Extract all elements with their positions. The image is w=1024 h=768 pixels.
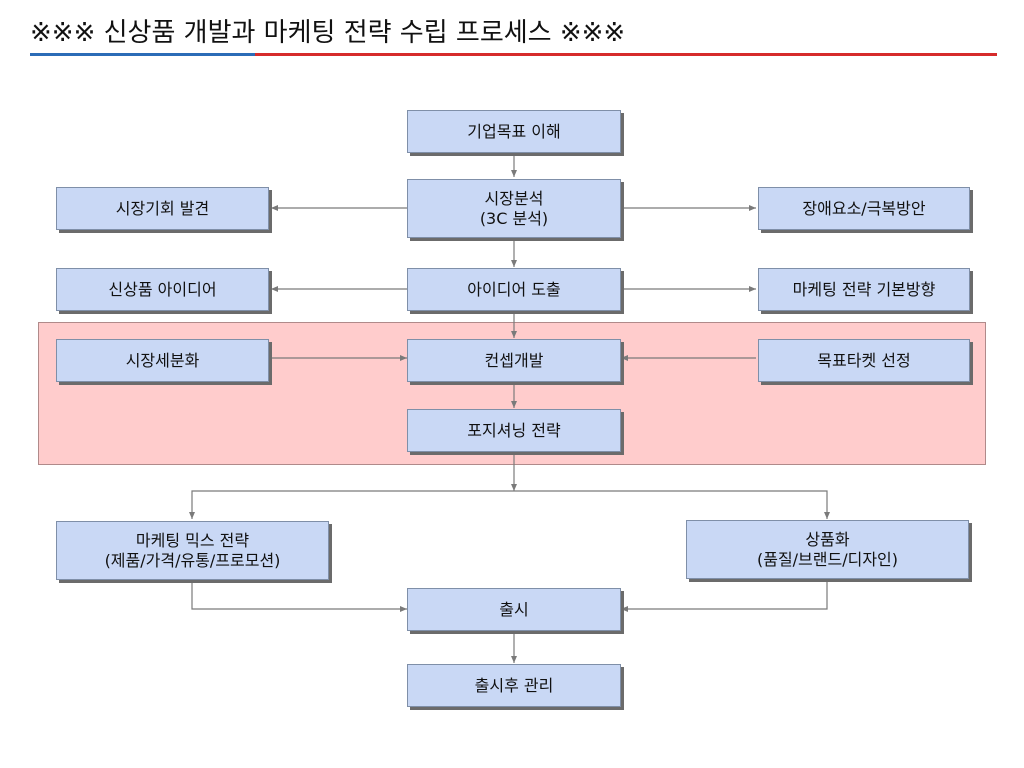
branch-line-left [189, 490, 514, 519]
box-concept-development: 컨셉개발 [407, 339, 621, 382]
box-launch-label: 출시 [499, 599, 529, 619]
box-idea-derivation: 아이디어 도출 [407, 268, 621, 311]
box-marketing-direction: 마케팅 전략 기본방향 [758, 268, 970, 311]
box-market-opportunity-label: 시장기회 발견 [115, 198, 210, 218]
arrow-commercialization-to-launch [621, 580, 828, 612]
box-corporate-goal: 기업목표 이해 [407, 110, 621, 153]
box-idea-derivation-label: 아이디어 도출 [467, 279, 561, 299]
box-positioning-label: 포지셔닝 전략 [467, 420, 561, 440]
arrow-marketingmix-to-launch [191, 580, 407, 612]
box-segmentation-label: 시장세분화 [125, 350, 200, 370]
box-segmentation: 시장세분화 [56, 339, 269, 382]
box-corporate-goal-label: 기업목표 이해 [467, 121, 561, 141]
box-market-analysis: 시장분석 (3C 분석) [407, 179, 621, 238]
box-commercialization-line1: 상품화 [805, 529, 850, 549]
branch-line-right [514, 490, 830, 519]
box-positioning: 포지셔닝 전략 [407, 409, 621, 452]
box-market-opportunity: 시장기회 발견 [56, 187, 269, 230]
box-new-product-idea: 신상품 아이디어 [56, 268, 269, 311]
box-obstacles: 장애요소/극복방안 [758, 187, 970, 230]
slide-title: ※※※ 신상품 개발과 마케팅 전략 수립 프로세스 ※※※ [30, 18, 626, 48]
box-post-launch-label: 출시후 관리 [474, 675, 554, 695]
box-marketing-mix-line2: (제품/가격/유통/프로모션) [104, 550, 281, 570]
title-rule-blue [30, 53, 255, 56]
box-marketing-direction-label: 마케팅 전략 기본방향 [792, 279, 936, 299]
box-concept-development-label: 컨셉개발 [484, 350, 544, 370]
box-marketing-mix-line1: 마케팅 믹스 전략 [135, 530, 250, 550]
box-obstacles-label: 장애요소/극복방안 [802, 198, 926, 218]
box-marketing-mix: 마케팅 믹스 전략 (제품/가격/유통/프로모션) [56, 521, 329, 580]
title-rule-red [255, 53, 997, 56]
box-market-analysis-line2: (3C 분석) [479, 208, 549, 228]
box-commercialization: 상품화 (품질/브랜드/디자인) [686, 520, 969, 579]
box-target-selection-label: 목표타켓 선정 [817, 350, 911, 370]
box-market-analysis-line1: 시장분석 [484, 188, 544, 208]
box-launch: 출시 [407, 588, 621, 631]
box-commercialization-line2: (품질/브랜드/디자인) [756, 549, 899, 569]
box-post-launch: 출시후 관리 [407, 664, 621, 707]
box-new-product-idea-label: 신상품 아이디어 [108, 279, 217, 299]
box-target-selection: 목표타켓 선정 [758, 339, 970, 382]
